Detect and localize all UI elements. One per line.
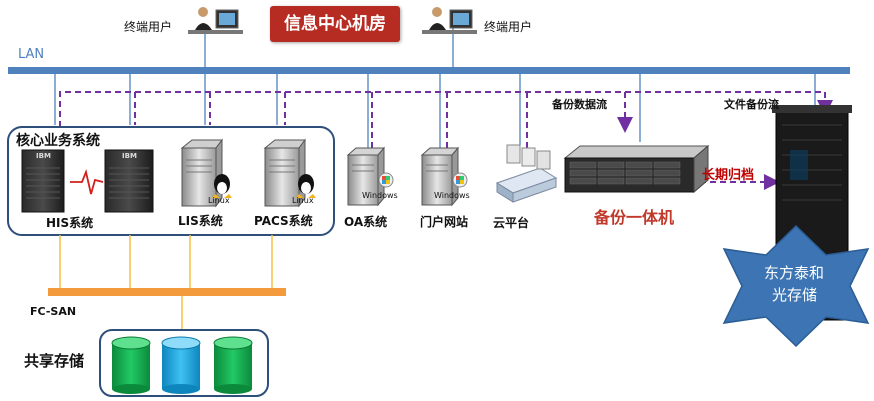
oa-label: OA系统 (344, 215, 388, 229)
cylinder-green-2 (213, 336, 253, 394)
backup-flow-label: 备份数据流 (552, 98, 607, 111)
core-business-title: 核心业务系统 (16, 133, 100, 149)
linux-penguin-icon-2 (296, 174, 316, 198)
shared-storage-label: 共享存储 (24, 352, 85, 370)
user-label-right: 终端用户 (484, 20, 533, 34)
pacs-label: PACS系统 (254, 214, 313, 228)
storage-cylinders (111, 336, 253, 394)
backup-appliance-icon (563, 144, 710, 194)
cylinder-green-1 (111, 336, 151, 394)
user-workstation-icon-left (188, 7, 243, 34)
optical-storage-label-1: 东方泰和 (764, 264, 825, 282)
backup-flow-lines (59, 91, 833, 190)
his-label: HIS系统 (46, 216, 94, 230)
windows-logo-icon-2 (452, 172, 468, 188)
lan-bar (8, 67, 850, 74)
lan-connectors (54, 25, 816, 148)
file-backup-flow-label: 文件备份流 (724, 98, 779, 111)
ibm-server-icon-1 (21, 149, 65, 213)
optical-storage-label-2: 光存储 (772, 286, 818, 304)
lan-label: LAN (18, 47, 45, 62)
shared-storage-box (99, 329, 269, 397)
portal-label: 门户网站 (420, 215, 469, 229)
ibm-label: IBM (36, 152, 51, 160)
fc-san-label: FC-SAN (30, 305, 77, 318)
ibm-label-2: IBM (122, 152, 137, 160)
windows-label-2: Windows (434, 191, 470, 200)
cloud-label: 云平台 (493, 216, 530, 230)
linux-label-2: Linux (292, 196, 314, 205)
ibm-server-icon-2 (104, 149, 154, 213)
heartbeat-icon (70, 168, 104, 195)
oa-server-icon (346, 146, 386, 207)
windows-label-1: Windows (362, 191, 398, 200)
page-title: 信息中心机房 (270, 6, 400, 42)
lis-label: LIS系统 (178, 214, 223, 228)
san-connectors (59, 235, 273, 330)
user-workstation-icon-right (422, 7, 477, 34)
linux-penguin-icon (212, 174, 232, 198)
optical-star-shape (722, 224, 870, 348)
core-business-box (7, 126, 335, 236)
backup-appliance-label: 备份一体机 (594, 208, 675, 227)
linux-label-1: Linux (208, 196, 230, 205)
windows-logo-icon (378, 172, 394, 188)
fc-san-bar (48, 288, 286, 296)
cloud-platform-icon (495, 144, 558, 203)
archive-label: 长期归档 (702, 168, 755, 183)
user-label-left: 终端用户 (124, 20, 173, 34)
cylinder-blue (161, 336, 201, 394)
